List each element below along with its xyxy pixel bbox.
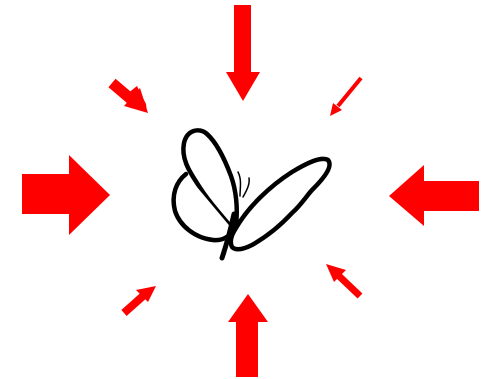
arrow-top-icon <box>226 5 260 101</box>
arrow-bottom-left-icon <box>124 286 156 313</box>
arrow-right-icon <box>389 165 479 226</box>
butterfly-icon <box>174 130 330 258</box>
arrow-top-left-icon <box>112 83 148 113</box>
arrow-top-right-icon <box>330 78 361 116</box>
arrow-left-icon <box>22 155 110 235</box>
arrow-bottom-icon <box>228 294 268 377</box>
arrow-bottom-right-icon <box>326 264 360 296</box>
